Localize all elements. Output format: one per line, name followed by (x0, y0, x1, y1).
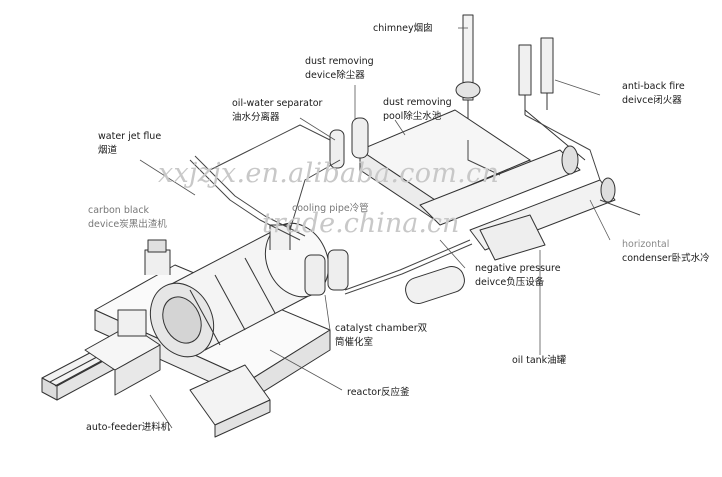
label-line: deivce负压设备 (475, 277, 545, 288)
label-line: 筒催化室 (335, 337, 374, 348)
label-cooling-pipe: cooling pipe冷管 (292, 203, 369, 214)
label-line: 烟道 (98, 145, 118, 156)
label-carbon-black-device: carbon black device炭黑出渣机 (88, 204, 167, 232)
label-horizontal-condenser: horizontal condenser卧式水冷 (622, 238, 710, 266)
anti-back-fire (518, 37, 586, 161)
label-line: condenser卧式水冷 (622, 253, 710, 264)
label-line: 油水分离器 (232, 112, 280, 123)
label-auto-feeder: auto-feeder进料机 (86, 422, 171, 433)
discharge-box (189, 364, 271, 438)
label-line: dust removing (383, 97, 452, 108)
label-line: horizontal (622, 239, 670, 250)
label-dust-removing-pool: dust removing pool除尘水池 (383, 96, 452, 124)
label-dust-removing-device: dust removing device除尘器 (305, 55, 374, 83)
label-anti-back-fire: anti-back fire deivce闭火器 (622, 80, 685, 108)
label-negative-pressure: negative pressure deivce负压设备 (475, 262, 561, 290)
label-line: device除尘器 (305, 70, 365, 81)
label-line: catalyst chamber双 (335, 323, 428, 334)
label-line: pool除尘水池 (383, 111, 442, 122)
label-line: negative pressure (475, 263, 561, 274)
label-line: carbon black (88, 205, 150, 216)
label-catalyst-chamber: catalyst chamber双 筒催化室 (335, 322, 427, 350)
label-oil-tank: oil tank油罐 (512, 355, 567, 366)
label-chimney: chimney烟囱 (373, 23, 433, 34)
label-line: anti-back fire (622, 81, 685, 92)
label-reactor: reactor反应釜 (347, 387, 410, 398)
label-line: deivce闭火器 (622, 95, 682, 106)
label-oil-water-separator: oil-water separator 油水分离器 (232, 97, 322, 125)
label-line: water jet flue (98, 131, 162, 142)
oil-tank (405, 265, 465, 305)
pipes (189, 114, 641, 295)
label-line: oil-water separator (232, 98, 323, 109)
watermark-alibaba: xxjzjx.en.alibaba.com.cn (158, 158, 500, 189)
catalyst-chamber (304, 249, 349, 296)
dust-removing-device (351, 117, 369, 175)
negative-pressure-device (479, 214, 546, 261)
watermark-trade-china: trade.china.cn (262, 208, 460, 239)
leader-lines (139, 27, 611, 429)
label-water-jet-flue: water jet flue 烟道 (98, 130, 161, 158)
label-line: device炭黑出渣机 (88, 219, 167, 230)
label-line: dust removing (305, 56, 374, 67)
auto-feeder (41, 309, 161, 401)
